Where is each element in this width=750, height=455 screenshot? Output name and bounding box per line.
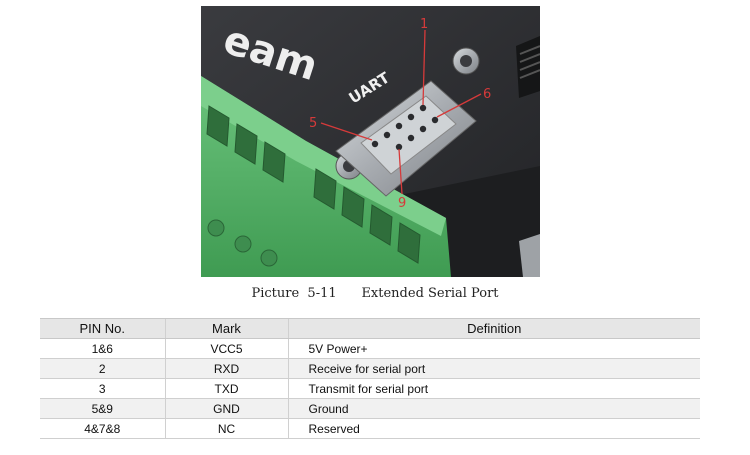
cell-mark: RXD: [164, 358, 288, 379]
ribbon-connector: [516, 36, 540, 98]
header-definition: Definition: [287, 318, 700, 339]
cell-pin: 3: [40, 378, 165, 399]
photo-illustration: eam: [201, 6, 540, 277]
serial-port-photo: eam: [201, 6, 540, 277]
cell-mark: TXD: [164, 378, 288, 399]
cell-pin: 2: [40, 358, 165, 379]
header-mark: Mark: [164, 318, 288, 339]
cell-definition: 5V Power+: [287, 338, 700, 359]
db9-connector: [335, 47, 480, 197]
figure-caption: Picture 5-11 Extended Serial Port: [0, 286, 750, 301]
header-pin-no: PIN No.: [40, 318, 165, 339]
cell-mark: GND: [164, 398, 288, 419]
cell-definition: Receive for serial port: [287, 358, 700, 379]
pin-callout-9: 9: [398, 196, 406, 211]
cell-mark: VCC5: [164, 338, 288, 359]
cell-definition: Ground: [287, 398, 700, 419]
figure-title: Extended Serial Port: [361, 286, 499, 301]
pin-callout-5: 5: [309, 116, 317, 131]
pin-callout-1: 1: [420, 17, 428, 32]
cell-definition: Transmit for serial port: [287, 378, 700, 399]
table-row: 3 TXD Transmit for serial port: [40, 378, 700, 399]
table-row: 1&6 VCC5 5V Power+: [40, 338, 700, 359]
cell-pin: 1&6: [40, 338, 165, 359]
figure-number: Picture 5-11: [251, 286, 337, 301]
pin-definition-table: PIN No. Mark Definition 1&6 VCC5 5V Powe…: [40, 318, 700, 439]
cell-pin: 5&9: [40, 398, 165, 419]
pin-callout-lines: [320, 29, 482, 195]
cell-definition: Reserved: [287, 418, 700, 439]
pin-callout-6: 6: [483, 87, 491, 102]
cell-pin: 4&7&8: [40, 418, 165, 439]
table-row: 5&9 GND Ground: [40, 398, 700, 419]
table-row: 2 RXD Receive for serial port: [40, 358, 700, 379]
table-row: 4&7&8 NC Reserved: [40, 418, 700, 439]
table-header-row: PIN No. Mark Definition: [40, 318, 700, 339]
terminal-block: [201, 76, 451, 277]
cell-mark: NC: [164, 418, 288, 439]
